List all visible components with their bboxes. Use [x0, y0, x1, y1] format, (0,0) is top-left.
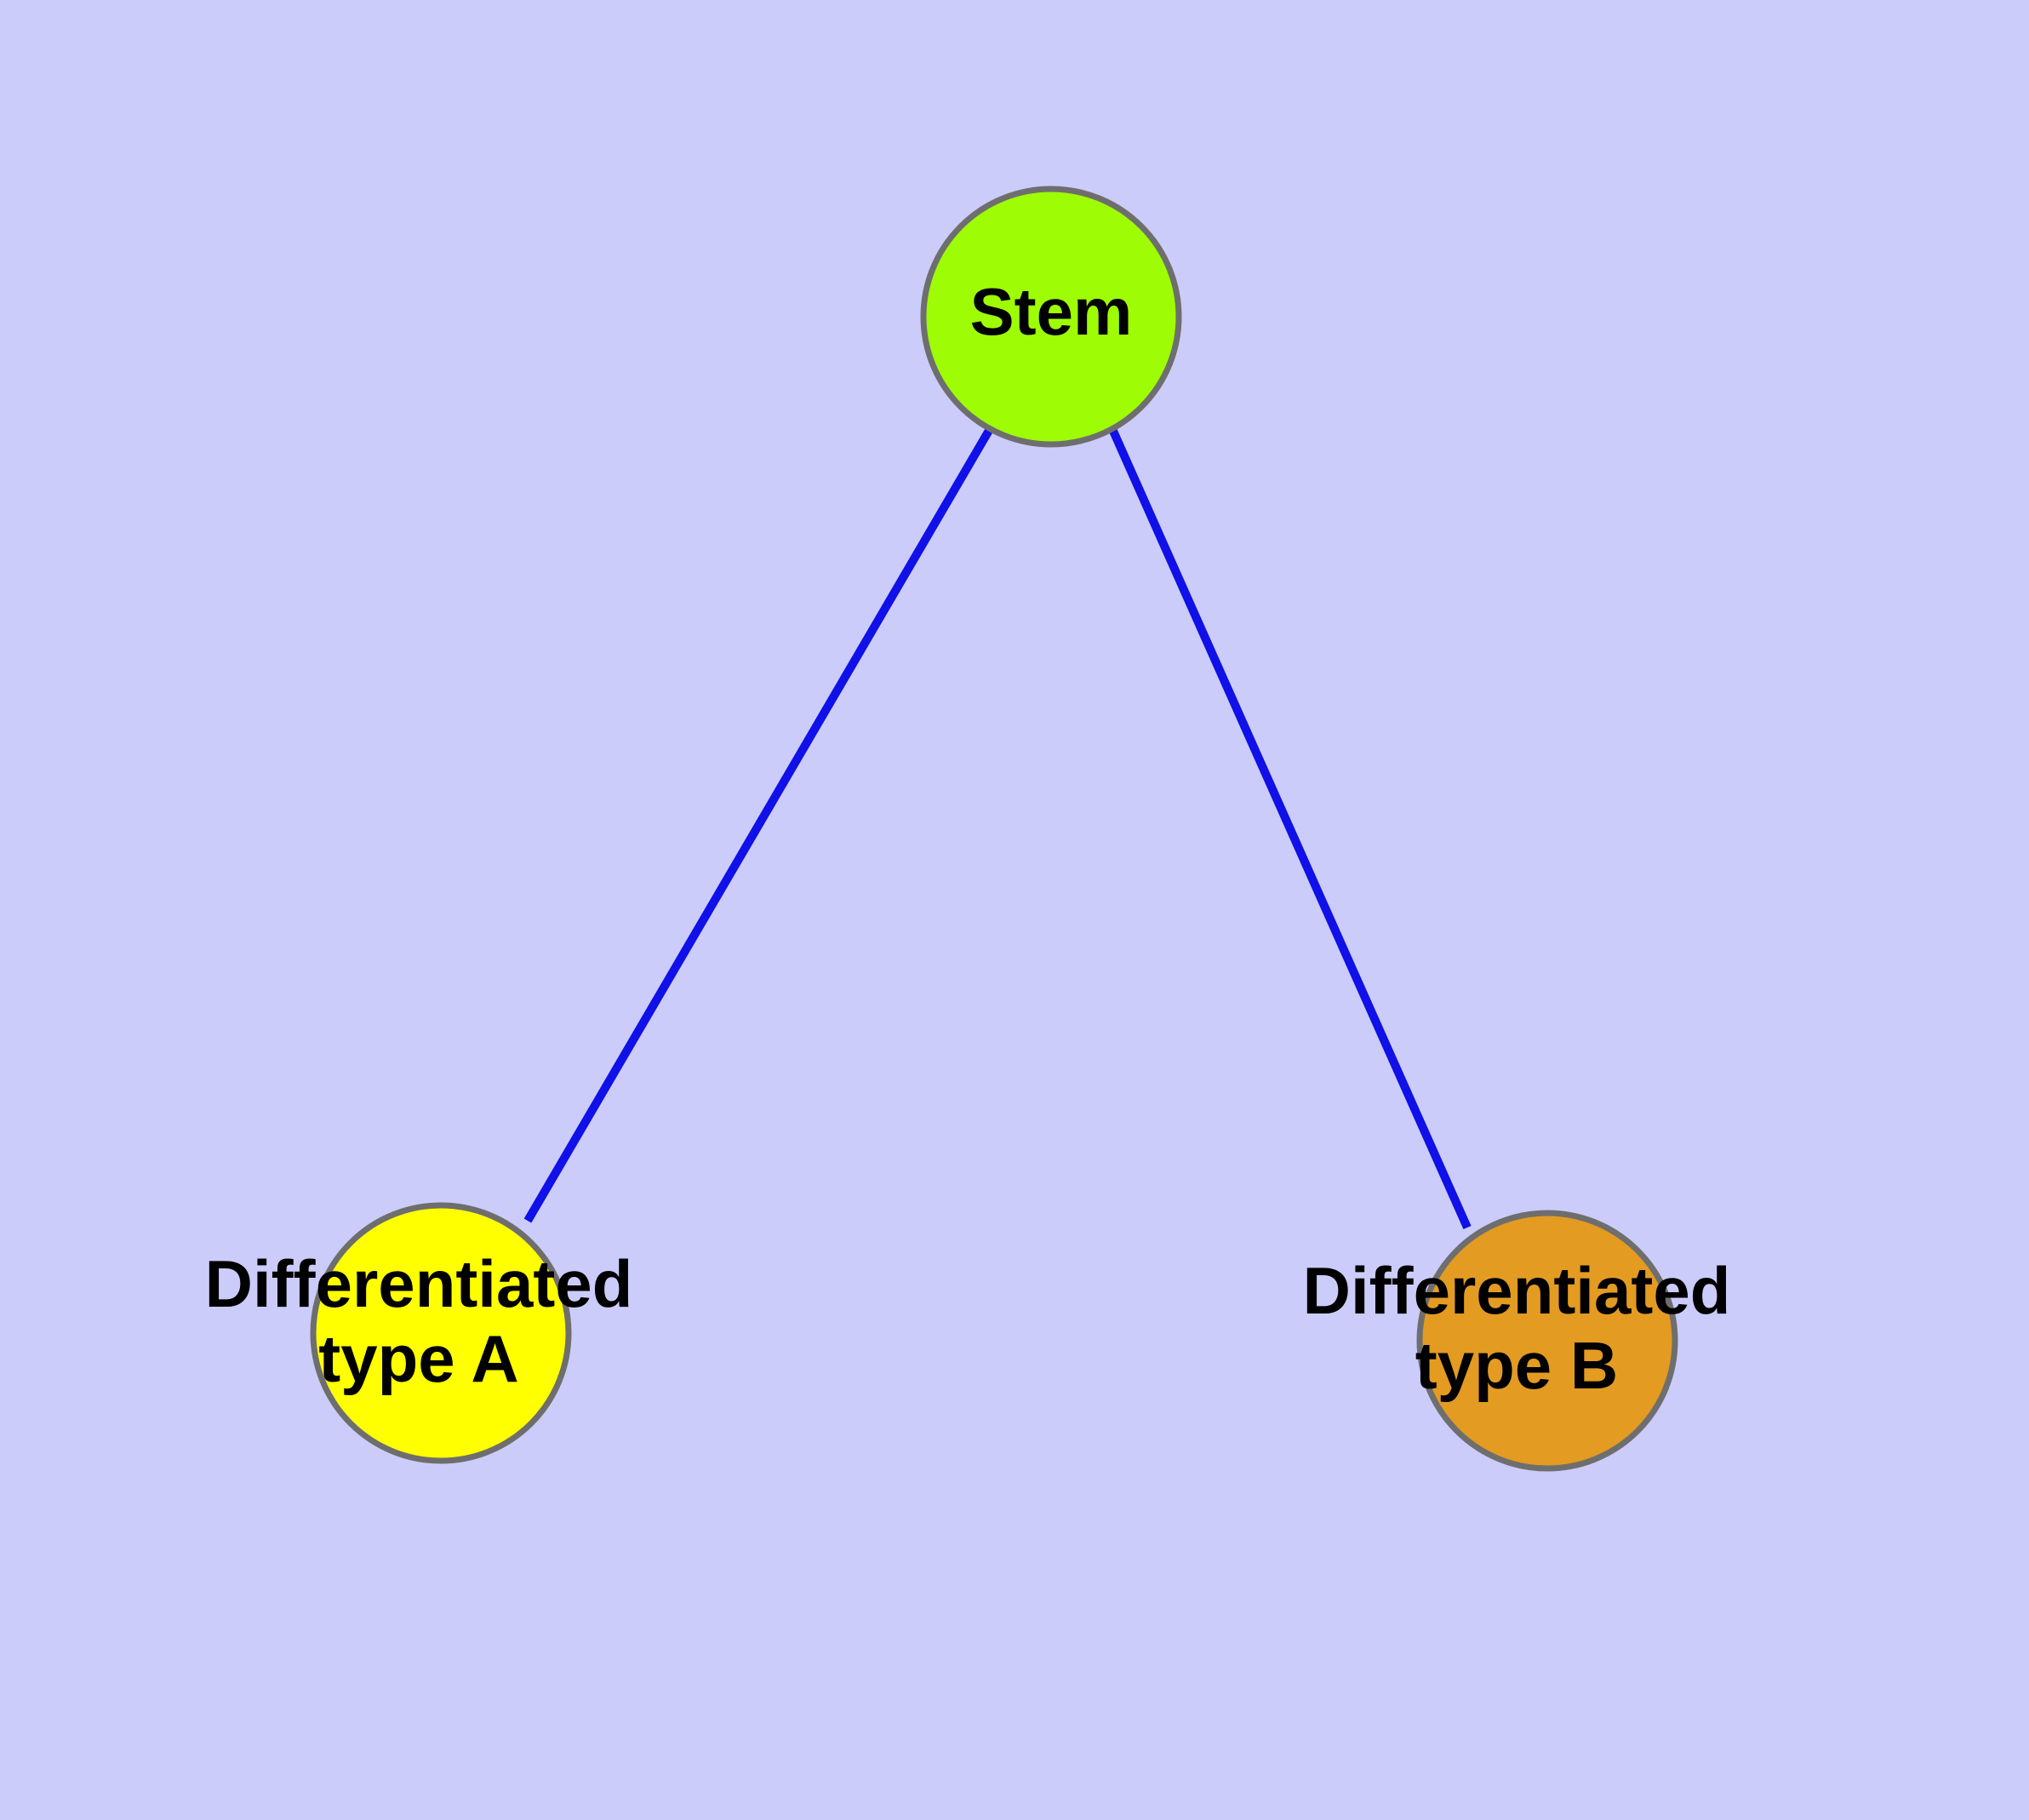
edge-stem-to-type-b[interactable]: [1108, 426, 1472, 1230]
node-label-line: Differentiated: [1303, 1253, 1731, 1328]
node-diff-type-b[interactable]: [1416, 1210, 1678, 1472]
node-stem[interactable]: [920, 186, 1182, 448]
node-diff-type-a[interactable]: [310, 1202, 572, 1464]
edge-stem-to-type-a[interactable]: [523, 426, 994, 1223]
nodes-group: [310, 186, 1678, 1472]
node-label-line: type A: [318, 1321, 519, 1396]
node-label-line: Stem: [970, 274, 1133, 349]
node-label-line: type B: [1415, 1328, 1618, 1403]
node-label-line: Differentiated: [205, 1246, 633, 1321]
edges-group: [523, 426, 1472, 1230]
node-label-stem: Stem: [970, 274, 1133, 349]
